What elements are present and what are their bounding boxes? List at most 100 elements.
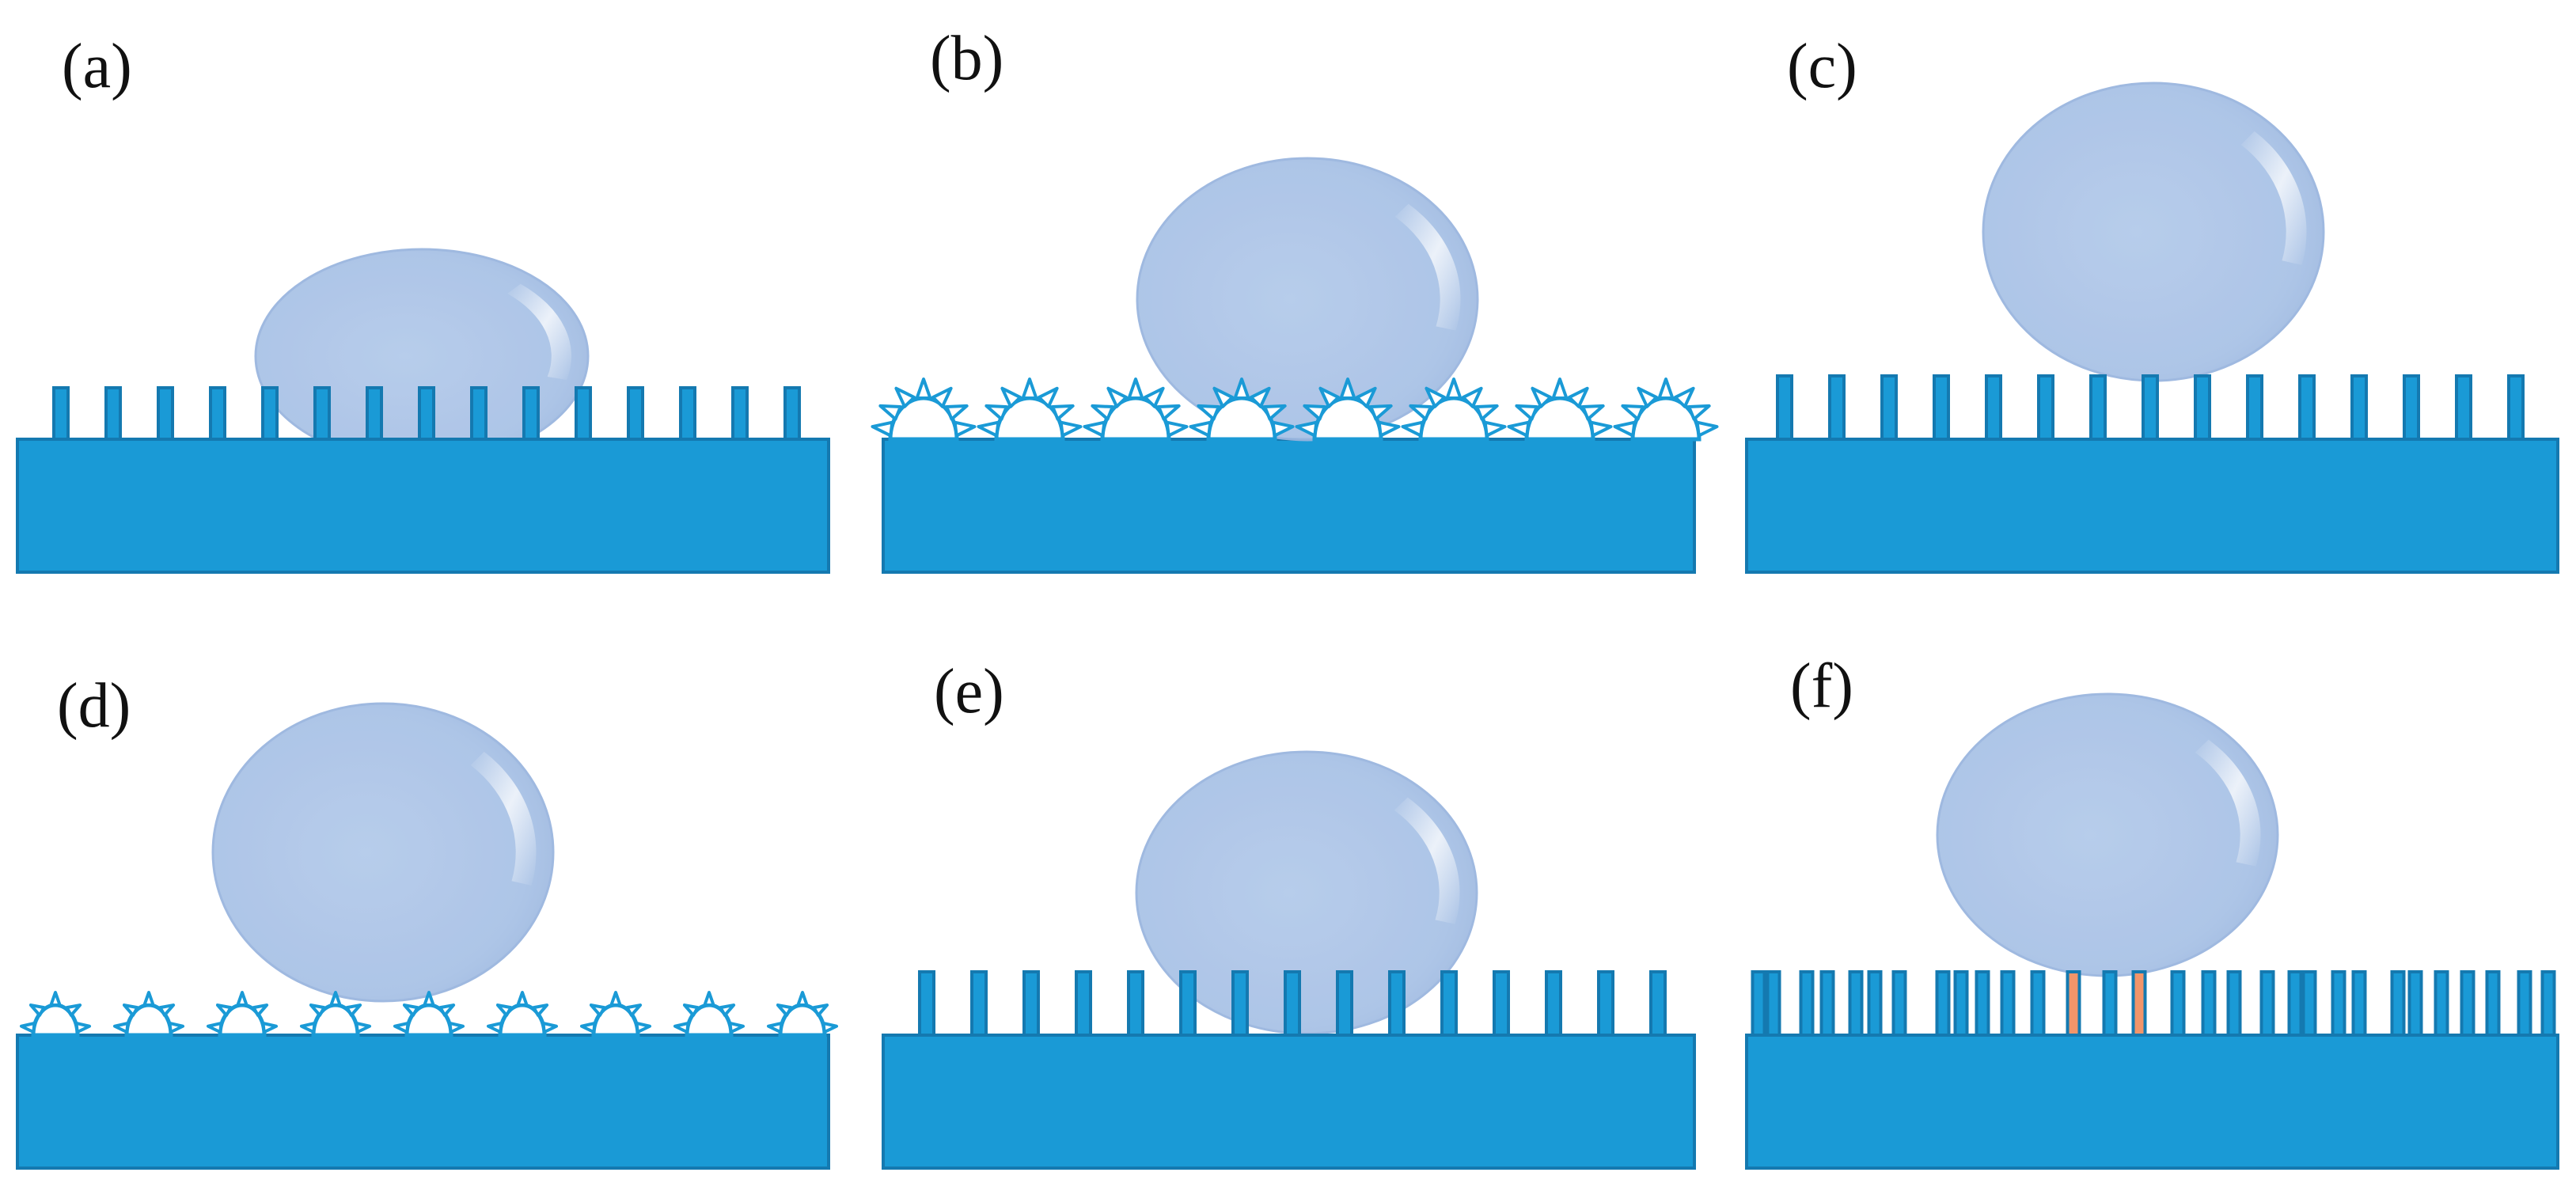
pillar bbox=[731, 386, 749, 441]
bump-spike bbox=[1401, 420, 1425, 438]
pillar bbox=[1388, 970, 1406, 1037]
bump-spike bbox=[1233, 377, 1250, 400]
hierarchical-bump bbox=[393, 991, 465, 1038]
bump-body bbox=[1630, 396, 1702, 442]
pillar bbox=[1867, 970, 1883, 1037]
pillar bbox=[1493, 970, 1510, 1037]
bump-spike bbox=[945, 404, 969, 421]
pillar bbox=[1891, 970, 1907, 1037]
pillar bbox=[1880, 374, 1898, 441]
pillar bbox=[1597, 970, 1614, 1037]
hierarchical-bump bbox=[1401, 377, 1507, 442]
panel-label-e: (e) bbox=[934, 657, 1004, 726]
pillar bbox=[52, 386, 70, 441]
bump-spike bbox=[1189, 420, 1212, 438]
bump-spike bbox=[871, 420, 894, 438]
pillar bbox=[1545, 970, 1562, 1037]
bump-spike bbox=[1021, 377, 1038, 400]
bump-spike bbox=[1197, 404, 1220, 421]
bump-spike bbox=[1483, 420, 1507, 438]
bump-spike bbox=[703, 991, 715, 1007]
pillar bbox=[970, 970, 988, 1037]
water-droplet bbox=[1982, 82, 2325, 382]
substrate bbox=[16, 438, 830, 574]
pillar bbox=[2351, 970, 2367, 1037]
pillar bbox=[2298, 374, 2316, 441]
bump-spike bbox=[74, 1021, 92, 1034]
bump-spike bbox=[1106, 386, 1129, 408]
substrate bbox=[1745, 1034, 2559, 1170]
bump-spike bbox=[1051, 404, 1075, 421]
hierarchical-bump bbox=[766, 991, 839, 1038]
pillar bbox=[522, 386, 540, 441]
bump-spike bbox=[1613, 420, 1637, 438]
bump-spike bbox=[1581, 404, 1605, 421]
bump-spike bbox=[19, 1021, 36, 1034]
pillar bbox=[104, 386, 122, 441]
bump-spike bbox=[142, 991, 155, 1007]
bump-spike bbox=[1425, 386, 1447, 408]
bump-spike bbox=[65, 1003, 82, 1017]
droplet-highlight bbox=[2195, 739, 2261, 867]
pillar bbox=[157, 386, 174, 441]
panel-label-f: (f) bbox=[1790, 651, 1853, 721]
bump-spike bbox=[1621, 404, 1645, 421]
panel-label-a: (a) bbox=[62, 32, 132, 101]
bump-spike bbox=[329, 991, 342, 1007]
pillar bbox=[2246, 374, 2263, 441]
bump-spike bbox=[915, 377, 932, 400]
pillar bbox=[418, 386, 435, 441]
pillar bbox=[2331, 970, 2346, 1037]
hierarchical-bump bbox=[1613, 377, 1719, 442]
hierarchical-bump bbox=[299, 991, 372, 1038]
pinned-pillar bbox=[2131, 970, 2147, 1037]
hierarchical-bump bbox=[977, 377, 1083, 442]
pillar bbox=[1975, 970, 1990, 1037]
bump-spike bbox=[541, 1021, 559, 1034]
bump-spike bbox=[393, 1021, 410, 1034]
hierarchical-bump bbox=[206, 991, 279, 1038]
water-droplet bbox=[254, 248, 590, 465]
bump-spike bbox=[682, 1003, 700, 1017]
pillar bbox=[2194, 374, 2211, 441]
bump-spike bbox=[776, 1003, 793, 1017]
bump-spike bbox=[625, 1003, 643, 1017]
pillar bbox=[1953, 970, 1969, 1037]
bump-spike bbox=[28, 1003, 46, 1017]
bump-spike bbox=[206, 1021, 223, 1034]
bump-spike bbox=[1271, 420, 1295, 438]
droplet-highlight bbox=[1394, 797, 1460, 924]
pillar bbox=[2000, 970, 2016, 1037]
bump-spike bbox=[1589, 420, 1613, 438]
pillar bbox=[1933, 374, 1950, 441]
panel-label-b: (b) bbox=[930, 24, 1003, 93]
pillar bbox=[783, 386, 801, 441]
pillar bbox=[627, 386, 644, 441]
bump-spike bbox=[878, 404, 902, 421]
bump-spike bbox=[1295, 420, 1318, 438]
pillar bbox=[918, 970, 935, 1037]
pillar bbox=[1799, 970, 1815, 1037]
pillar bbox=[2350, 374, 2368, 441]
substrate bbox=[16, 1034, 830, 1170]
bump-body bbox=[1418, 396, 1489, 442]
bump-spike bbox=[1409, 404, 1432, 421]
bump-spike bbox=[486, 1021, 503, 1034]
hierarchical-bump bbox=[673, 991, 745, 1038]
pillar bbox=[1075, 970, 1092, 1037]
bump-spike bbox=[215, 1003, 233, 1017]
bump-spike bbox=[1143, 386, 1165, 408]
bump-spike bbox=[1567, 386, 1589, 408]
bump-spike bbox=[1000, 386, 1022, 408]
bump-spike bbox=[448, 1021, 465, 1034]
pillar bbox=[2226, 970, 2242, 1037]
pillar bbox=[1935, 970, 1951, 1037]
bump-body bbox=[1100, 396, 1171, 442]
pillar bbox=[1022, 970, 1040, 1037]
bump-spike bbox=[1263, 404, 1287, 421]
bump-spike bbox=[309, 1003, 326, 1017]
pillar bbox=[470, 386, 488, 441]
droplet-highlight bbox=[2240, 131, 2307, 265]
pillar bbox=[209, 386, 226, 441]
bump-spike bbox=[977, 420, 1000, 438]
